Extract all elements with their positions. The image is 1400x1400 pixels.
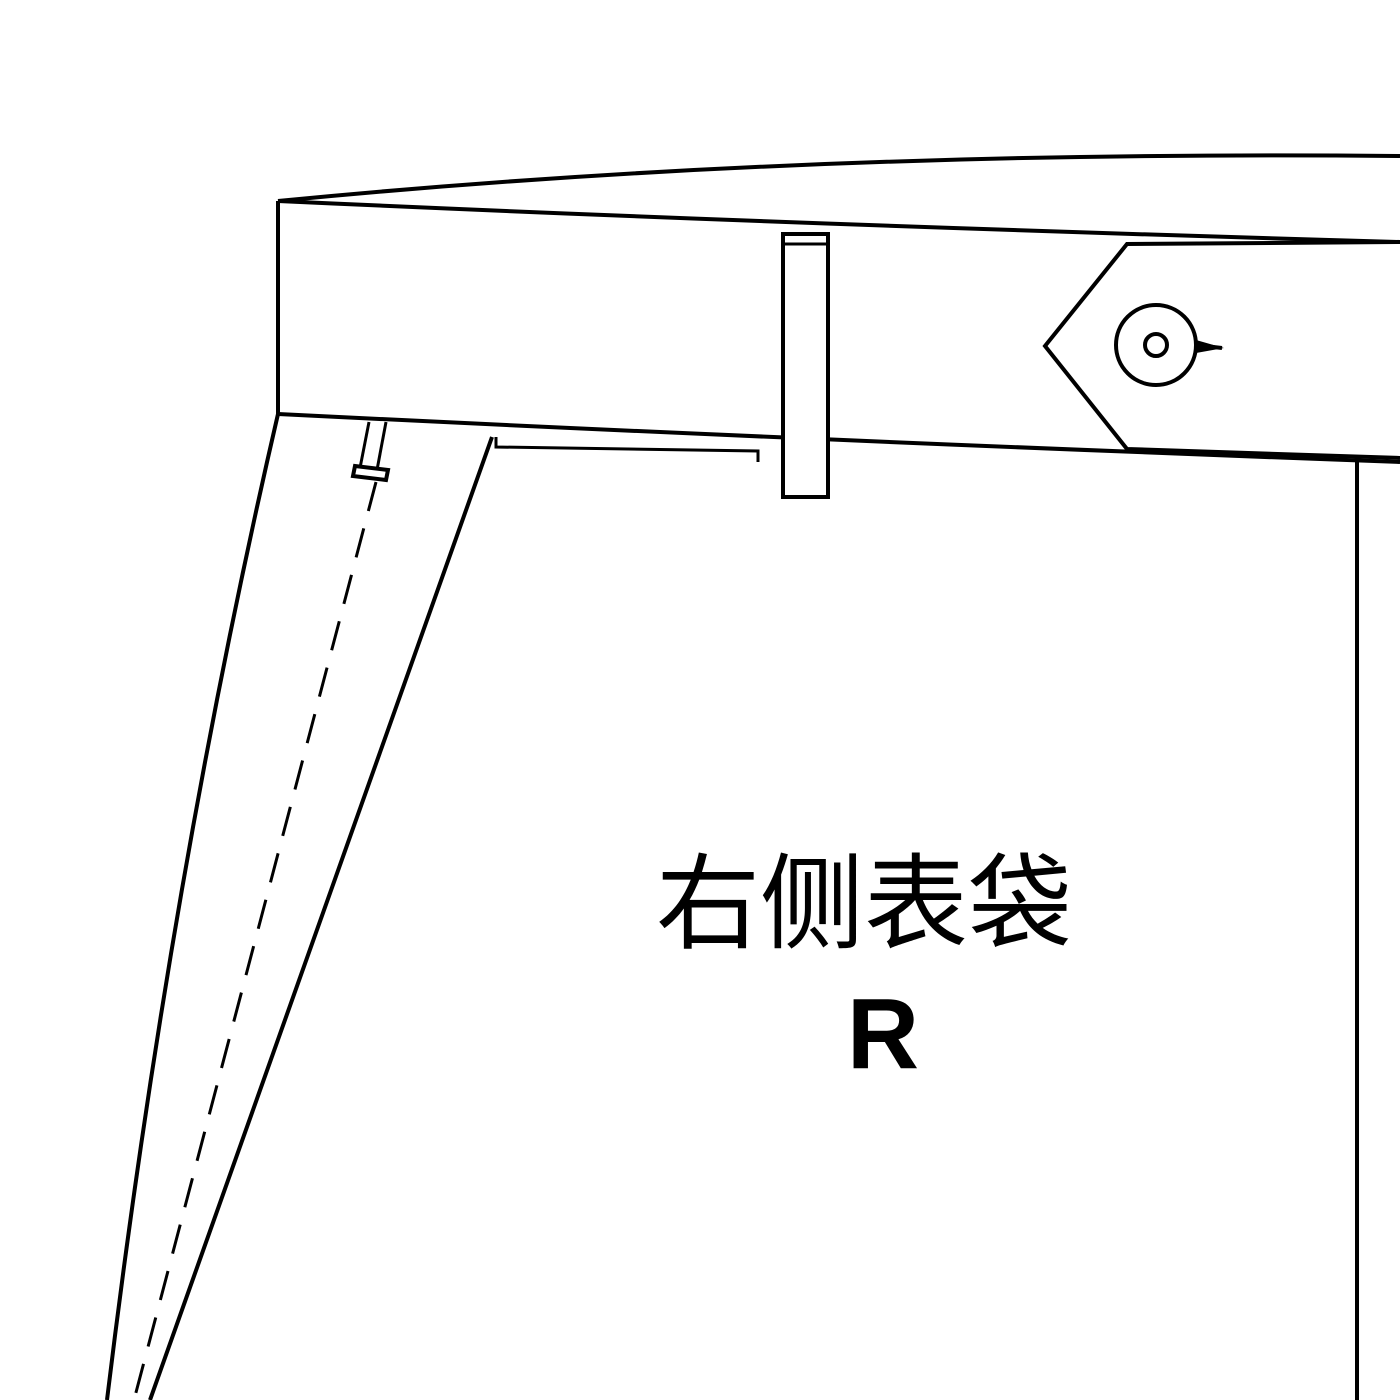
waistband-tab <box>1042 240 1400 460</box>
side-marker-label: R <box>847 978 919 1090</box>
outer-side-seam <box>105 413 280 1400</box>
bar-tack <box>350 463 391 483</box>
pocket-top-stitch <box>494 437 760 462</box>
waistband-outline <box>277 199 1400 244</box>
pocket-name-label: 右侧表袋 <box>656 843 1072 965</box>
waistband-top-edge <box>277 153 1400 203</box>
pocket-facing-line-left <box>358 421 371 469</box>
belt-loop <box>781 232 830 499</box>
pocket-opening-edge <box>148 436 494 1400</box>
pocket-facing-line-right <box>375 421 388 471</box>
pocket-topstitch-dashed <box>132 481 378 1400</box>
button-icon <box>1114 303 1224 387</box>
